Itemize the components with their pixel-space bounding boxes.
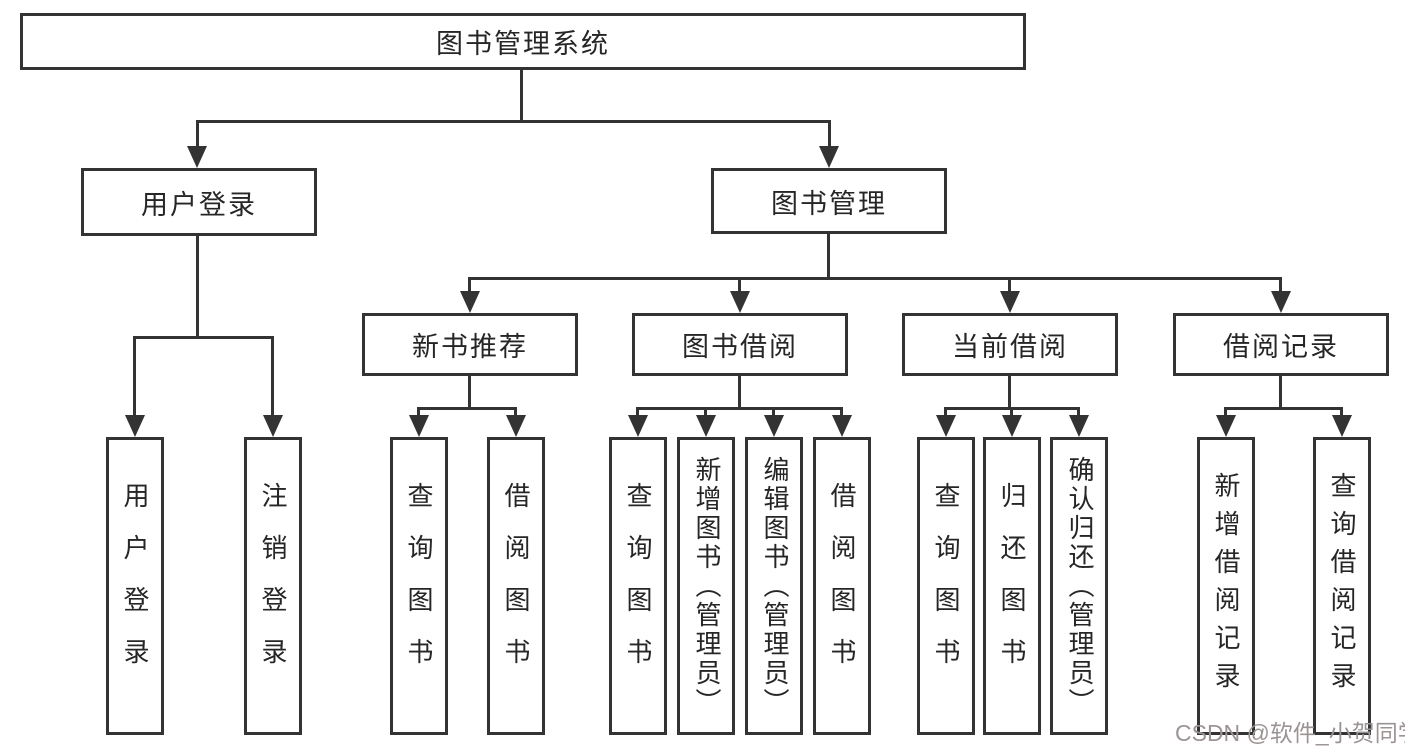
- leaf-add-books-admin: 新增图书（管理员）: [677, 437, 735, 735]
- connector-drop-leaf-logout: [271, 336, 274, 417]
- connector-drop-query-books-c: [944, 407, 947, 417]
- connector-drop-confirm-return: [1077, 407, 1080, 417]
- arrowhead-book-management: [819, 146, 839, 168]
- connector-drop-query-books-a: [417, 407, 420, 417]
- leaf-query-books-borrowing: 查询图书: [609, 437, 667, 735]
- connector-drop-borrow-books-a: [514, 407, 517, 417]
- leaf-query-borrow-record: 查询借阅记录: [1313, 437, 1371, 735]
- node-user-login-group: 用户登录: [81, 168, 317, 236]
- connector-new-book-stem: [468, 376, 471, 407]
- arrowhead-return-books: [1002, 415, 1022, 437]
- arrowhead-leaf-user-login: [125, 415, 145, 437]
- arrowhead-edit-books: [764, 415, 784, 437]
- arrowhead-current-borrowing: [1000, 291, 1020, 313]
- arrowhead-confirm-return: [1069, 415, 1089, 437]
- leaf-borrow-books-recommend: 借阅图书: [487, 437, 545, 735]
- connector-book-management-bar: [469, 277, 1282, 280]
- leaf-edit-books-admin: 编辑图书（管理员）: [745, 437, 803, 735]
- arrowhead-query-books-b: [628, 415, 648, 437]
- connector-user-login-bar: [134, 336, 274, 339]
- connector-drop-add-books: [704, 407, 707, 417]
- connector-book-borrowing-stem: [738, 376, 741, 407]
- node-book-borrowing: 图书借阅: [632, 313, 848, 376]
- connector-drop-book-management: [828, 120, 831, 148]
- connector-drop-return-books: [1010, 407, 1013, 417]
- arrowhead-book-borrowing: [730, 291, 750, 313]
- connector-current-borrowing-stem: [1008, 376, 1011, 407]
- leaf-query-books-current: 查询图书: [917, 437, 975, 735]
- connector-drop-user-login: [196, 120, 199, 148]
- leaf-confirm-return-admin: 确认归还（管理员）: [1050, 437, 1108, 735]
- leaf-return-books: 归还图书: [983, 437, 1041, 735]
- connector-root-stem: [520, 70, 523, 120]
- connector-drop-current-borrowing: [1008, 277, 1011, 293]
- connector-drop-add-record: [1224, 407, 1227, 417]
- arrowhead-query-books-a: [409, 415, 429, 437]
- connector-drop-borrow-books-b: [840, 407, 843, 417]
- node-book-management-group: 图书管理: [711, 168, 947, 234]
- connector-drop-query-record: [1340, 407, 1343, 417]
- connector-new-book-bar: [418, 407, 517, 410]
- arrowhead-leaf-logout: [263, 415, 283, 437]
- csdn-watermark: CSDN @软件_小贺同学: [1175, 720, 1405, 746]
- connector-drop-edit-books: [772, 407, 775, 417]
- connector-user-login-stem: [196, 236, 199, 336]
- arrowhead-query-books-c: [936, 415, 956, 437]
- connector-drop-new-book: [468, 277, 471, 293]
- leaf-borrow-books-borrowing: 借阅图书: [813, 437, 871, 735]
- connector-book-borrowing-bar: [637, 407, 843, 410]
- arrowhead-add-record: [1216, 415, 1236, 437]
- connector-drop-leaf-user-login: [133, 336, 136, 417]
- node-library-management-system: 图书管理系统: [20, 13, 1026, 70]
- connector-drop-book-borrowing: [738, 277, 741, 293]
- arrowhead-new-book: [460, 291, 480, 313]
- connector-drop-query-books-b: [636, 407, 639, 417]
- arrowhead-query-record: [1332, 415, 1352, 437]
- connector-drop-borrowing-records: [1279, 277, 1282, 293]
- arrowhead-add-books: [696, 415, 716, 437]
- arrowhead-borrow-books-b: [832, 415, 852, 437]
- node-new-book-recommendation: 新书推荐: [362, 313, 578, 376]
- connector-book-management-stem: [827, 234, 830, 277]
- leaf-query-books-recommend: 查询图书: [390, 437, 448, 735]
- connector-borrowing-records-bar: [1225, 407, 1343, 410]
- leaf-user-login: 用户登录: [106, 437, 164, 735]
- node-current-borrowing: 当前借阅: [902, 313, 1118, 376]
- arrowhead-borrowing-records: [1271, 291, 1291, 313]
- arrowhead-borrow-books-a: [506, 415, 526, 437]
- connector-root-bar: [197, 120, 831, 123]
- node-borrowing-records: 借阅记录: [1173, 313, 1389, 376]
- leaf-logout: 注销登录: [244, 437, 302, 735]
- connector-borrowing-records-stem: [1279, 376, 1282, 407]
- arrowhead-user-login: [187, 146, 207, 168]
- leaf-add-borrow-record: 新增借阅记录: [1197, 437, 1255, 735]
